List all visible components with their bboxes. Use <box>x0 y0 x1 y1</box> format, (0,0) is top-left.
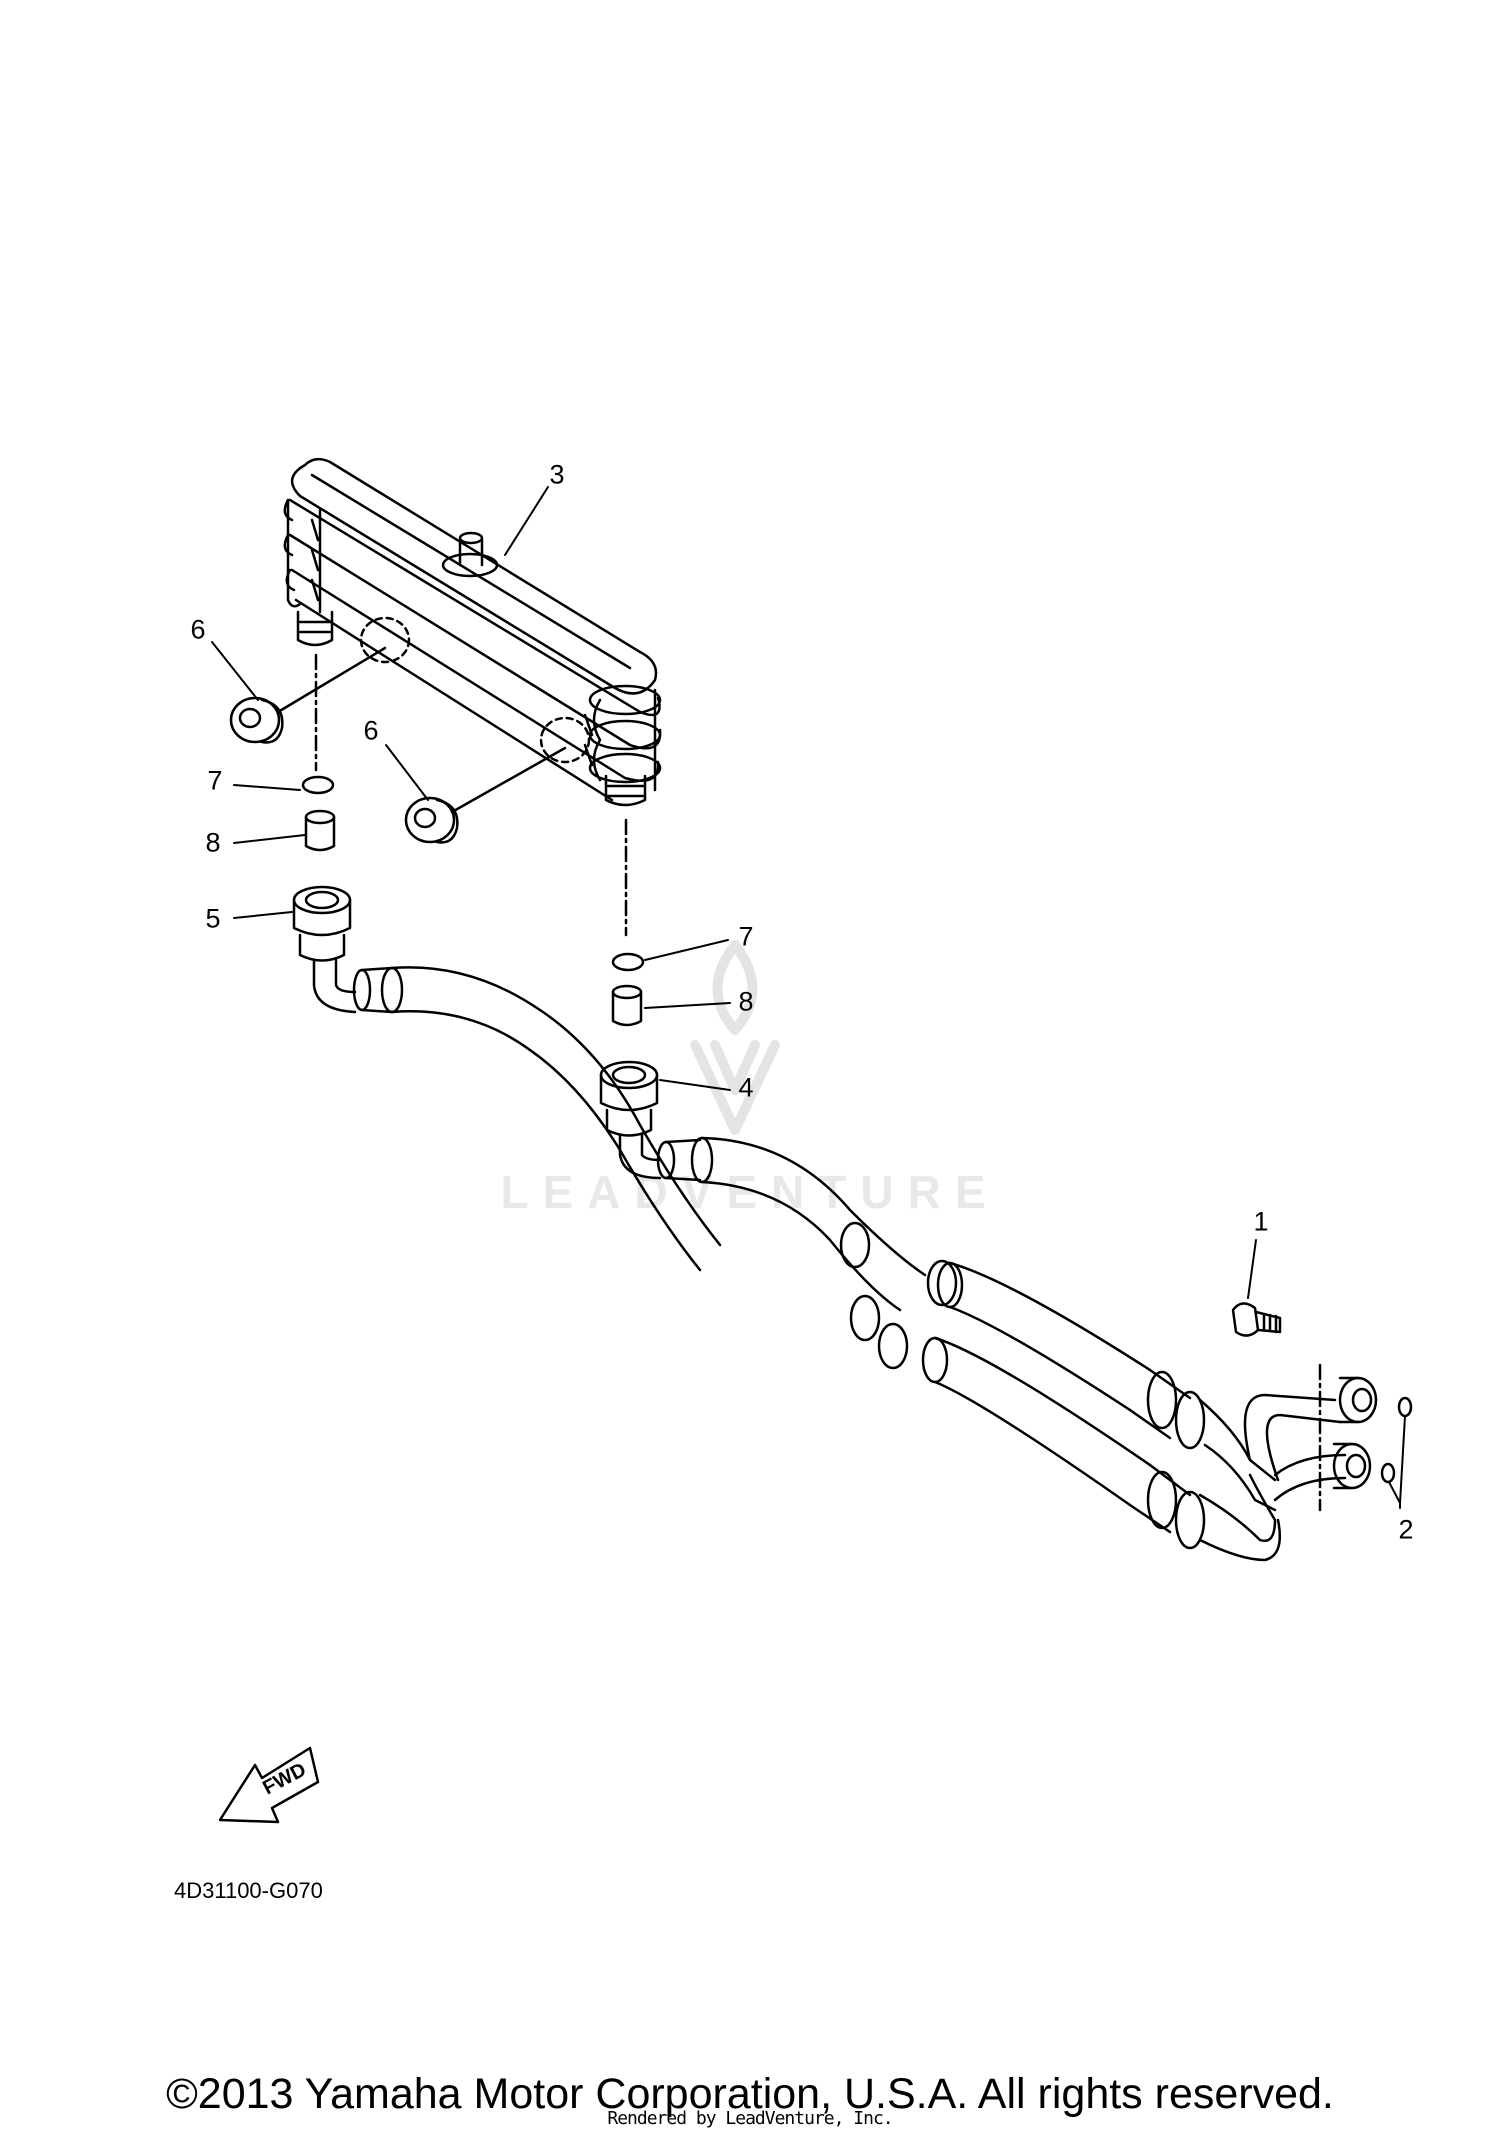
grommet-6a <box>229 646 387 744</box>
hose-break-left <box>839 1221 958 1370</box>
o-ring-7b <box>611 952 645 972</box>
leader-lines <box>211 486 1406 1509</box>
bolt-1 <box>1231 1302 1282 1337</box>
watermark-text: LEADVENTURE <box>500 1166 1000 1218</box>
oil-hose-4 <box>599 1060 927 1312</box>
callout-8b: 8 <box>738 986 754 1017</box>
copyright-notice: ©2013 Yamaha Motor Corporation, U.S.A. A… <box>166 2070 1334 2118</box>
callout-3: 3 <box>549 459 565 490</box>
callout-5: 5 <box>205 903 221 934</box>
callout-7b: 7 <box>738 921 754 952</box>
callout-8a: 8 <box>205 827 221 858</box>
rendered-by-notice: Rendered by LeadVenture, Inc. <box>607 2108 893 2129</box>
callout-1: 1 <box>1253 1206 1269 1237</box>
collar-8b <box>611 984 643 1027</box>
watermark-logo <box>690 940 780 1135</box>
o-ring-2a <box>1397 1396 1413 1418</box>
hose-lower-sections <box>921 1261 1347 1562</box>
grommet-6b <box>404 746 567 844</box>
callout-4: 4 <box>738 1072 754 1103</box>
o-ring-7a <box>301 775 335 795</box>
collar-8a <box>304 809 336 852</box>
fwd-arrow-icon <box>218 1746 320 1824</box>
oil-cooler <box>283 457 662 807</box>
oil-hose-5 <box>292 885 722 1272</box>
callout-6a: 6 <box>190 614 206 645</box>
pipe-fittings <box>1318 1363 1378 1512</box>
callout-2: 2 <box>1398 1514 1414 1545</box>
callout-6b: 6 <box>363 715 379 746</box>
o-ring-2b <box>1380 1462 1396 1484</box>
diagram-code: 4D31100-G070 <box>174 1878 323 1903</box>
callout-7a: 7 <box>207 765 223 796</box>
